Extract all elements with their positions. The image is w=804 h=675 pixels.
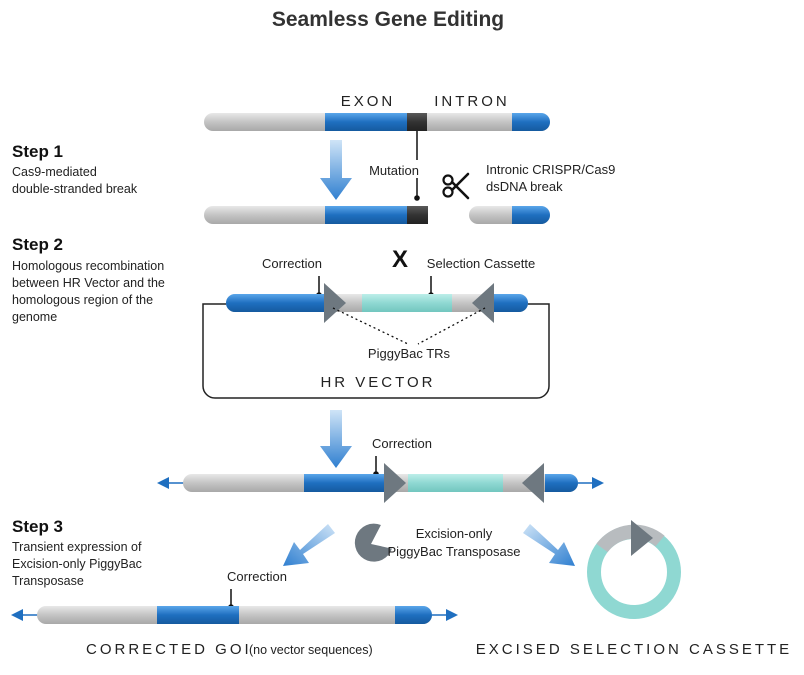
transposase-label-line-2: PiggyBac Transposase <box>388 544 521 559</box>
step2-line-3: homologous region of the <box>12 293 153 307</box>
step3-heading: Step 3 <box>12 517 63 536</box>
transposase-pacman-icon <box>354 523 392 562</box>
step1-text: Step 1 Cas9-mediated double-stranded bre… <box>12 142 138 196</box>
step1-line-1: Cas9-mediated <box>12 165 97 179</box>
exon-segment <box>325 206 407 224</box>
crispr-label-line-1: Intronic CRISPR/Cas9 <box>486 162 615 177</box>
hr-vector-insert <box>226 283 528 323</box>
mutation-segment <box>407 113 427 131</box>
piggybac-tr-right-icon <box>472 283 494 323</box>
step1-line-2: double-stranded break <box>12 182 138 196</box>
exon-segment-right <box>512 206 550 224</box>
correction-label-3: Correction <box>227 569 287 584</box>
step3-line-3: Transposase <box>12 574 84 588</box>
exon-segment <box>325 113 407 131</box>
piggybac-tr-ring-icon <box>631 520 653 556</box>
corrected-goi-label: CORRECTED GOI <box>86 641 252 658</box>
ring-tr-segment <box>596 524 665 553</box>
exon-segment-right <box>395 606 432 624</box>
selection-cassette-segment <box>408 474 503 492</box>
exon-segment <box>304 474 386 492</box>
exon-segment-right <box>545 474 578 492</box>
step3-line-2: Excision-only PiggyBac <box>12 557 142 571</box>
piggybac-tr-right-icon <box>522 463 544 503</box>
step2-heading: Step 2 <box>12 235 63 254</box>
selection-cassette-segment <box>362 294 452 312</box>
gene-corrected <box>37 606 432 624</box>
step3-text: Step 3 Transient expression of Excision-… <box>12 517 142 588</box>
excised-cassette-ring <box>587 520 681 619</box>
flow-arrow-step1 <box>320 140 352 200</box>
gene-recombined <box>183 463 578 503</box>
tr-pointer-right <box>417 307 486 345</box>
mutation-segment <box>407 206 428 224</box>
exon-segment <box>157 606 239 624</box>
step1-heading: Step 1 <box>12 142 63 161</box>
correction-label-2: Correction <box>372 436 432 451</box>
excised-cassette-label: EXCISED SELECTION CASSETTE <box>476 641 792 658</box>
vector-exon-right <box>492 294 528 312</box>
flow-arrow-to-goi <box>283 524 335 566</box>
flow-arrow-step2 <box>320 410 352 468</box>
exon-label: EXON <box>341 93 396 110</box>
correction-label-1: Correction <box>262 256 322 271</box>
piggybac-trs-label: PiggyBac TRs <box>368 346 451 361</box>
piggybac-tr-left-icon <box>384 463 406 503</box>
step2-text: Step 2 Homologous recombination between … <box>12 235 165 324</box>
gene-intact <box>204 113 550 131</box>
mutation-label: Mutation <box>369 163 419 178</box>
hr-vector-label: HR VECTOR <box>320 374 435 391</box>
scissors-icon <box>442 172 470 200</box>
crossover-x-mark: X <box>392 246 408 273</box>
crispr-label-line-2: dsDNA break <box>486 179 563 194</box>
transposase-label-line-1: Excision-only <box>416 526 493 541</box>
step2-line-2: between HR Vector and the <box>12 276 165 290</box>
page-title: Seamless Gene Editing <box>272 8 504 31</box>
flow-arrow-to-cassette <box>523 524 575 566</box>
piggybac-tr-left-icon <box>324 283 346 323</box>
selection-cassette-label: Selection Cassette <box>427 256 535 271</box>
mutation-pointer-dot <box>414 195 420 201</box>
step3-line-1: Transient expression of <box>12 540 142 554</box>
vector-exon-left <box>226 294 330 312</box>
exon-segment-right <box>512 113 550 131</box>
step2-line-4: genome <box>12 310 57 324</box>
hr-vector-outline <box>202 303 550 399</box>
step2-line-1: Homologous recombination <box>12 259 164 273</box>
intron-label: INTRON <box>434 93 510 110</box>
no-vector-label: (no vector sequences) <box>249 643 373 657</box>
gene-broken <box>204 206 550 224</box>
tr-pointer-left <box>332 307 409 345</box>
